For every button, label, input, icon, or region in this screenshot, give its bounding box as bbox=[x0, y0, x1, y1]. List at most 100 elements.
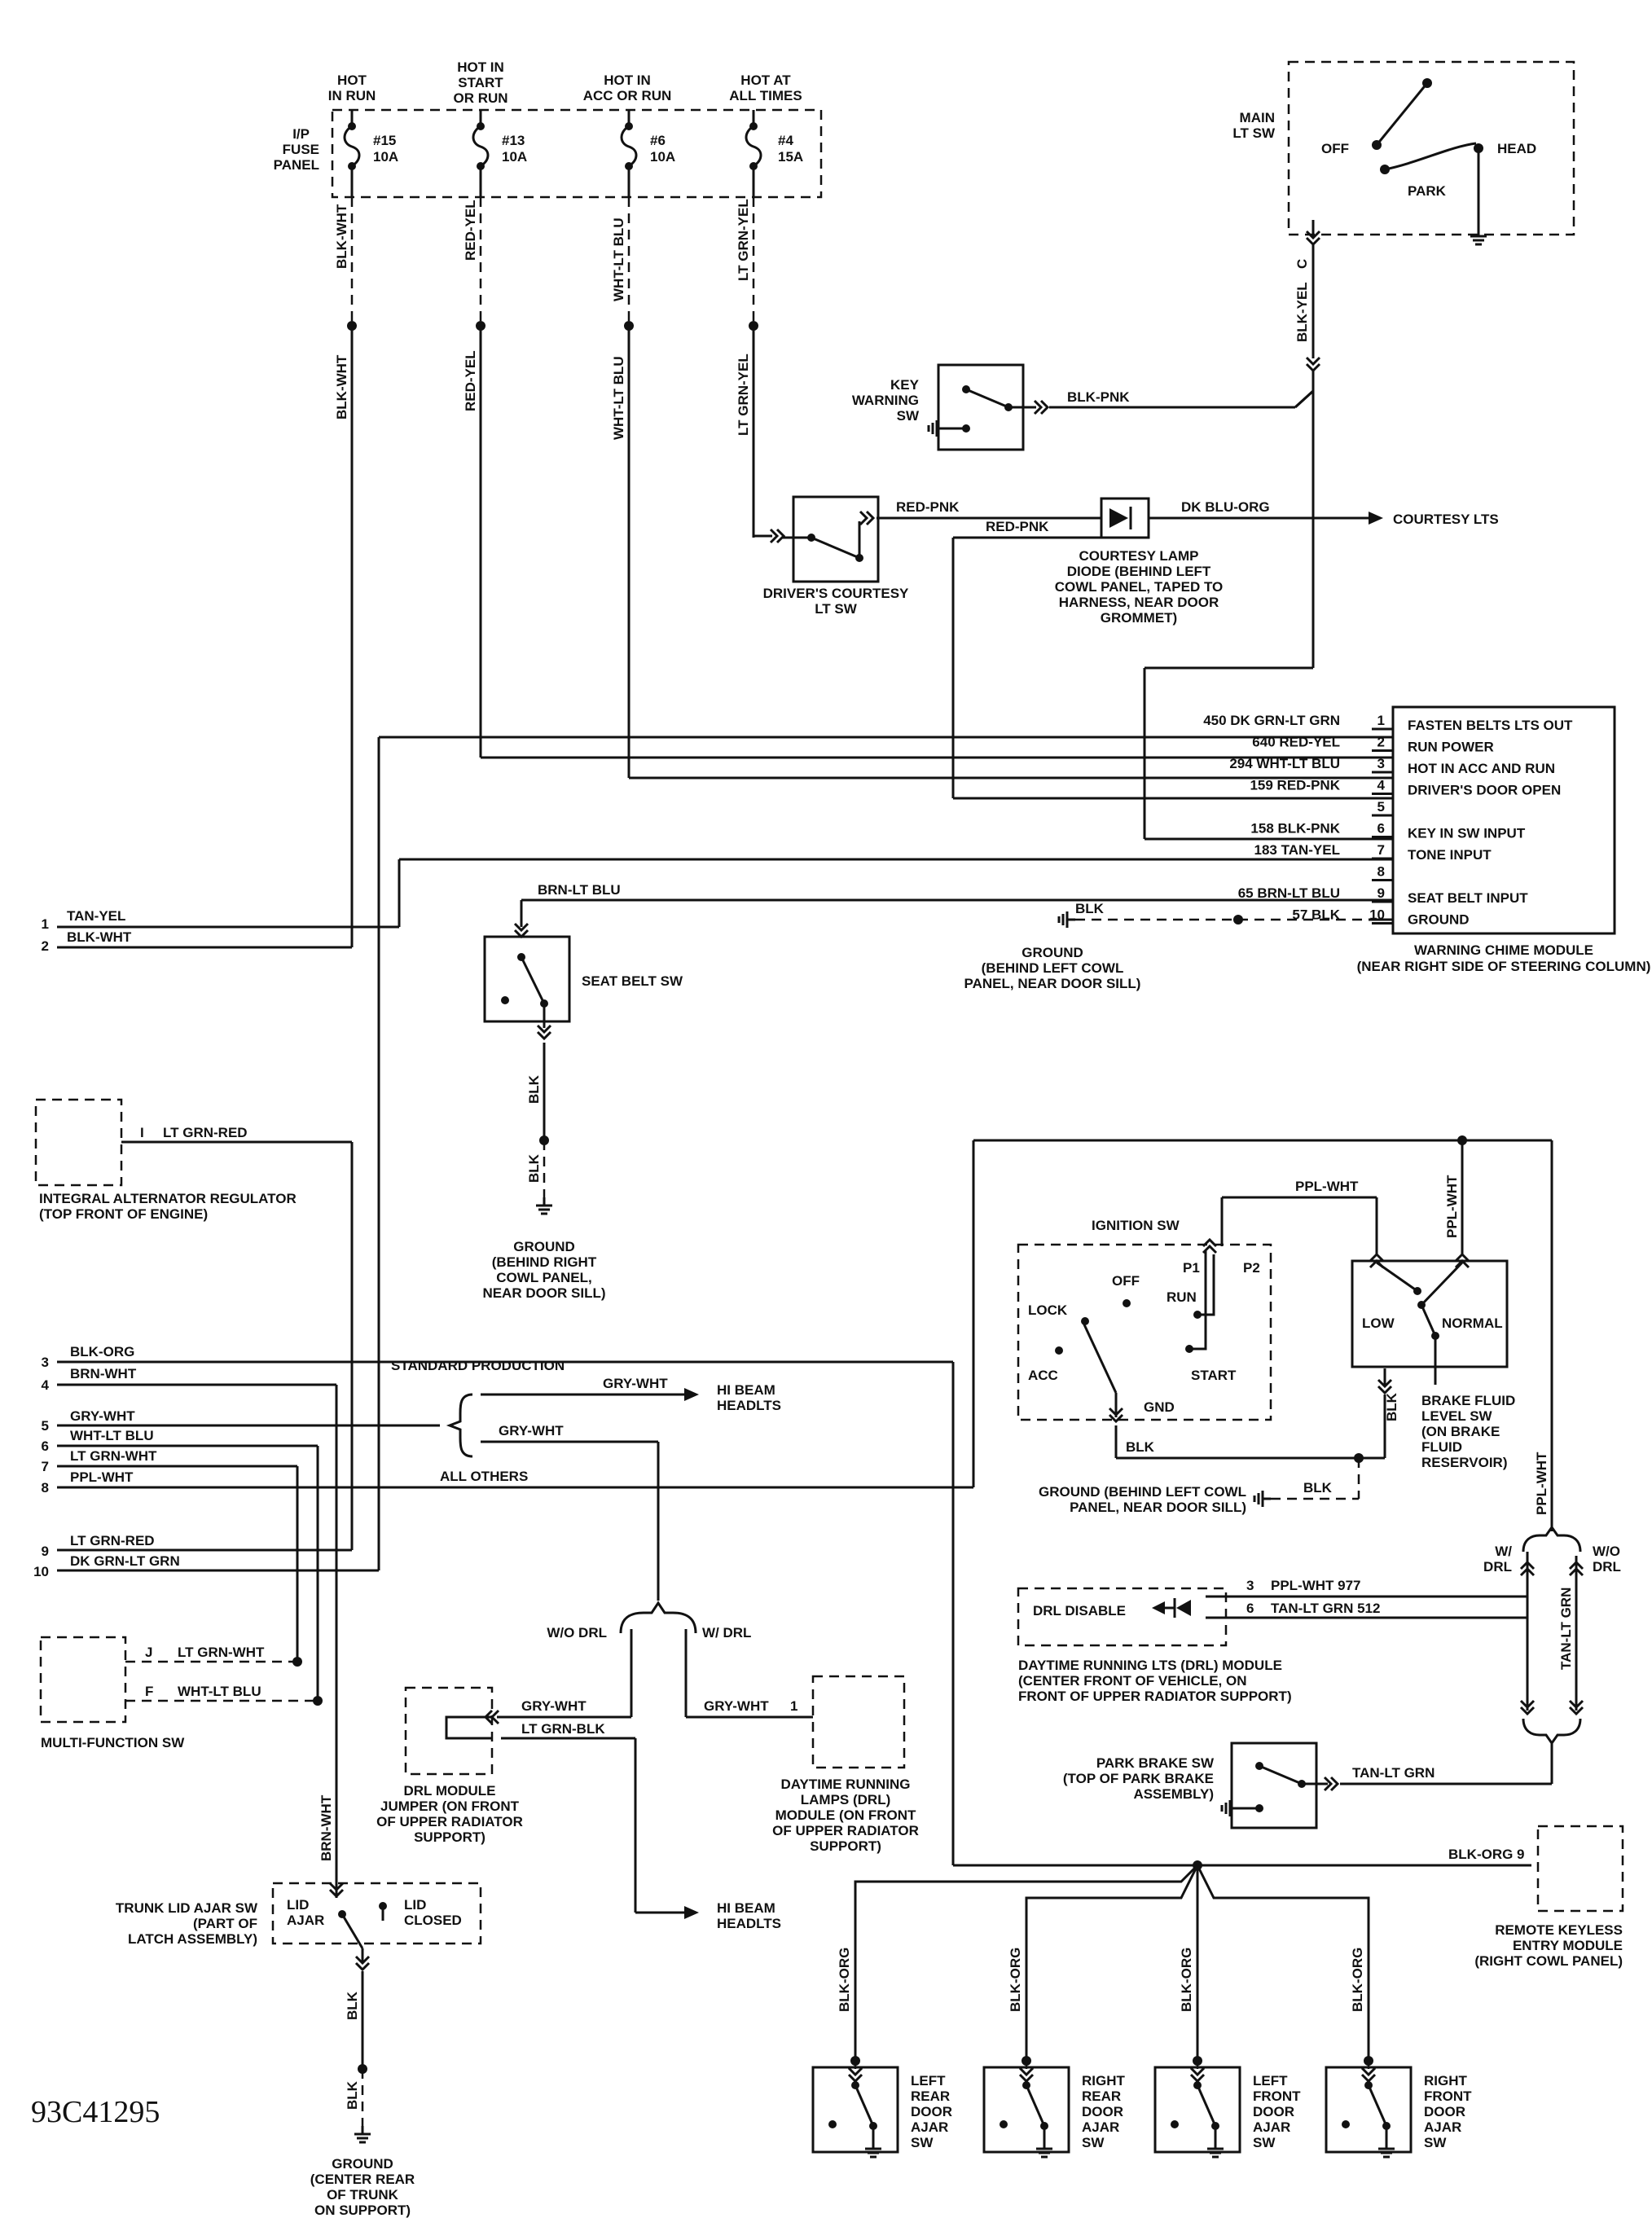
hi-beam-headlts-2a: HI BEAM bbox=[717, 1900, 775, 1916]
seat-belt-ground-3: COWL PANEL, bbox=[496, 1270, 591, 1285]
fuse-panel-label-3: PANEL bbox=[274, 157, 319, 173]
chime-pin-wire: 65 BRN-LT BLU bbox=[1238, 885, 1340, 901]
alt-caption-1: INTEGRAL ALTERNATOR REGULATOR bbox=[39, 1191, 297, 1206]
left-connector-top: 1 2 TAN-YEL BLK-WHT bbox=[42, 908, 399, 954]
lt-grn-yel-label-1: LT GRN-YEL bbox=[736, 199, 751, 281]
jumper-caption-4: SUPPORT) bbox=[414, 1829, 485, 1845]
mfs-pin-j: J bbox=[145, 1645, 152, 1660]
drl-lamps-5: SUPPORT) bbox=[810, 1838, 881, 1854]
ign-p2: P2 bbox=[1243, 1260, 1260, 1276]
multi-function-switch: J LT GRN-WHT F WHT-LT BLU MULTI-FUNCTION… bbox=[39, 1636, 323, 1750]
drl-caption-1: DAYTIME RUNNING LTS (DRL) MODULE bbox=[1018, 1658, 1282, 1673]
chime-pin-function: KEY IN SW INPUT bbox=[1408, 826, 1526, 841]
jumper-gry-wht-label: GRY-WHT bbox=[521, 1698, 587, 1714]
fuse-6-number: #6 bbox=[650, 133, 666, 148]
brake-caption-2: LEVEL SW bbox=[1421, 1408, 1493, 1424]
brake-blk-label: BLK bbox=[1384, 1392, 1399, 1421]
trunk-label-1: TRUNK LID AJAR SW bbox=[116, 1900, 258, 1916]
door-switch-label: LEFT bbox=[911, 2073, 946, 2088]
chime-pin-wire: 158 BLK-PNK bbox=[1250, 821, 1340, 837]
fuse-13-header-1: HOT IN bbox=[457, 59, 504, 75]
chime-pin-number: 8 bbox=[1377, 864, 1385, 880]
blk-pnk-label: BLK-PNK bbox=[1067, 389, 1130, 405]
hi-beam-headlts-1a: HI BEAM bbox=[717, 1382, 775, 1398]
drivers-courtesy-label-2: LT SW bbox=[815, 601, 858, 617]
drl-pin-6: 6 bbox=[1246, 1601, 1254, 1616]
fuse-15-header-2: IN RUN bbox=[328, 88, 376, 103]
dk-grn-lt-grn-left-label: DK GRN-LT GRN bbox=[70, 1553, 180, 1569]
diode-label-4: HARNESS, NEAR DOOR bbox=[1059, 595, 1219, 610]
ignition-label: IGNITION SW bbox=[1092, 1218, 1180, 1233]
fuse-15-amps: 10A bbox=[373, 149, 398, 165]
wht-lt-blu-label-1: WHT-LT BLU bbox=[611, 217, 626, 301]
door-switch-label: SW bbox=[1424, 2135, 1447, 2150]
drivers-courtesy-switch bbox=[792, 495, 880, 583]
red-yel-label-2: RED-YEL bbox=[463, 350, 478, 411]
main-lt-sw-label-2: LT SW bbox=[1232, 125, 1276, 141]
left-connector-bottom: 3 4 5 6 7 8 9 10 BLK-ORG BRN-WHT GRY-WHT… bbox=[33, 1139, 1552, 1898]
courtesy-lts-label: COURTESY LTS bbox=[1393, 512, 1499, 527]
fuse-panel: I/P FUSE PANEL HOT IN RUN #15 10A HOT IN… bbox=[274, 59, 823, 199]
figure-code: 93C41295 bbox=[31, 2095, 160, 2129]
ign-run: RUN bbox=[1167, 1289, 1197, 1305]
chime-pin-function: FASTEN BELTS LTS OUT bbox=[1408, 718, 1573, 733]
chime-pin-function: HOT IN ACC AND RUN bbox=[1408, 761, 1555, 776]
fuse-6-symbol bbox=[620, 110, 638, 197]
trunk-brn-wht-label: BRN-WHT bbox=[319, 1794, 334, 1861]
brake-normal: NORMAL bbox=[1442, 1315, 1503, 1331]
brake-fluid-level-switch: PPL-WHT LOW NORMAL BLK BRAKE FLUID LEVEL… bbox=[1039, 1135, 1553, 1531]
blk-org-left-label: BLK-ORG bbox=[70, 1344, 134, 1359]
diode-label-3: COWL PANEL, TAPED TO bbox=[1055, 579, 1224, 595]
park-brake-label-3: ASSEMBLY) bbox=[1133, 1786, 1214, 1802]
door-switch-label: RIGHT bbox=[1082, 2073, 1126, 2088]
blk-wht-left-label: BLK-WHT bbox=[67, 929, 132, 945]
keyless-blk-org-label: BLK-ORG bbox=[1448, 1847, 1513, 1862]
mfs-caption: MULTI-FUNCTION SW bbox=[41, 1735, 185, 1750]
door-switch-label: AJAR bbox=[911, 2119, 948, 2135]
door-switch-label: AJAR bbox=[1253, 2119, 1290, 2135]
chime-pin-number: 4 bbox=[1377, 778, 1386, 793]
brake-caption-4: FLUID bbox=[1421, 1439, 1462, 1455]
left-conn-pin-5: 5 bbox=[42, 1418, 49, 1434]
drl-brace bbox=[619, 1601, 697, 1634]
brn-wht-left-label: BRN-WHT bbox=[70, 1366, 137, 1381]
standard-production-label: STANDARD PRODUCTION bbox=[391, 1358, 565, 1373]
chime-pin-function: RUN POWER bbox=[1408, 740, 1494, 755]
mfs-lt-grn-wht-label: LT GRN-WHT bbox=[178, 1645, 265, 1660]
drl-caption-3: FRONT OF UPPER RADIATOR SUPPORT) bbox=[1018, 1689, 1292, 1704]
key-warning-label-2: WARNING bbox=[852, 393, 919, 408]
fuse-13-amps: 10A bbox=[502, 149, 527, 165]
chime-pin-number: 7 bbox=[1377, 842, 1385, 858]
drl-jumper-module bbox=[404, 1686, 494, 1776]
fuse-4-header-2: ALL TIMES bbox=[729, 88, 802, 103]
std-brace bbox=[446, 1393, 473, 1458]
door-switch-label: SW bbox=[1082, 2135, 1105, 2150]
left-conn-pin-10: 10 bbox=[33, 1564, 49, 1579]
chime-pin-number: 1 bbox=[1377, 713, 1385, 728]
ign-ppl-wht-label: PPL-WHT bbox=[1295, 1179, 1359, 1194]
seat-belt-ground-2: (BEHIND RIGHT bbox=[492, 1254, 597, 1270]
park-brake-label-2: (TOP OF PARK BRAKE bbox=[1063, 1771, 1214, 1786]
ign-start: START bbox=[1191, 1368, 1237, 1383]
mfs-pin-f: F bbox=[145, 1684, 153, 1699]
drl-wo-1: W/O bbox=[1593, 1544, 1620, 1559]
mfs-wht-lt-blu-label: WHT-LT BLU bbox=[178, 1684, 261, 1699]
door-switch-box bbox=[1153, 2066, 1241, 2154]
door-switch-label: AJAR bbox=[1424, 2119, 1461, 2135]
drl-lamps-4: OF UPPER RADIATOR bbox=[772, 1823, 919, 1838]
seat-belt-sw-label: SEAT BELT SW bbox=[582, 973, 683, 989]
ign-blk-label: BLK bbox=[1126, 1439, 1155, 1455]
brake-low: LOW bbox=[1362, 1315, 1395, 1331]
lid-closed-2: CLOSED bbox=[404, 1913, 462, 1928]
seat-belt-blk-1: BLK bbox=[526, 1074, 542, 1104]
fuse-15-symbol bbox=[343, 110, 361, 197]
key-warning-label-3: SW bbox=[897, 408, 920, 424]
fuse-4-number: #4 bbox=[778, 133, 793, 148]
alt-caption-2: (TOP FRONT OF ENGINE) bbox=[39, 1206, 208, 1222]
drl-tan-lt-grn-label: TAN-LT GRN bbox=[1558, 1588, 1574, 1670]
key-warning-label-1: KEY bbox=[890, 377, 920, 393]
brake-ground-blk: BLK bbox=[1303, 1480, 1333, 1496]
main-lt-sw-label-1: MAIN bbox=[1240, 110, 1275, 125]
